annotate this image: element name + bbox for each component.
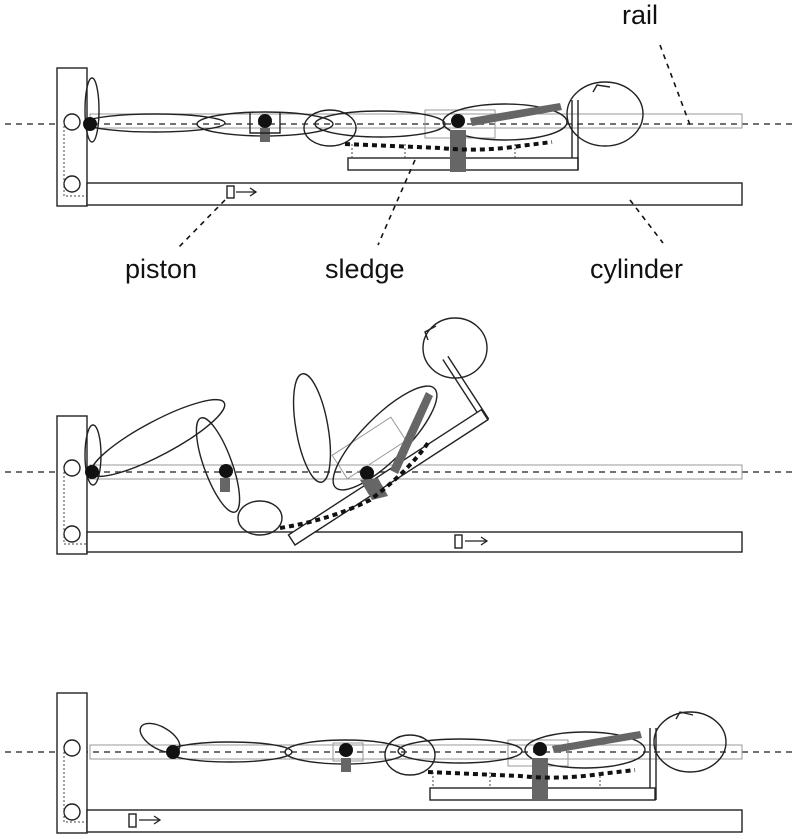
trunk-upper-ellipse xyxy=(524,731,646,769)
hip-joint xyxy=(533,742,547,756)
frame-upright xyxy=(56,415,88,555)
piston xyxy=(226,185,235,199)
knee-joint xyxy=(219,464,233,478)
sledge-headboard xyxy=(649,728,657,800)
head-ellipse xyxy=(653,711,727,773)
arm-bar xyxy=(390,392,433,474)
cylinder xyxy=(86,809,743,833)
hip-joint xyxy=(360,466,374,480)
arm-bar xyxy=(552,731,642,753)
knee-bracket xyxy=(249,113,281,134)
sledge-block xyxy=(331,416,407,480)
cable-path xyxy=(63,748,132,823)
cable-path xyxy=(63,468,458,545)
knee-marker xyxy=(220,478,230,492)
belt-line xyxy=(344,140,553,152)
sledge xyxy=(287,408,489,546)
head-ellipse xyxy=(422,317,488,379)
nose xyxy=(675,711,694,720)
pelvis-ellipse xyxy=(303,109,357,147)
knee-joint xyxy=(258,114,272,128)
hip-strap xyxy=(360,478,388,500)
foot-ellipse xyxy=(84,424,102,486)
frame-upright xyxy=(56,692,88,834)
hip-strap xyxy=(450,130,466,172)
pelvis-ellipse xyxy=(384,734,436,776)
panel-supine-end xyxy=(5,692,795,834)
belt-line xyxy=(279,438,432,530)
thigh-ellipse xyxy=(195,417,241,513)
pelvis-ellipse xyxy=(237,500,283,536)
knee-joint xyxy=(339,743,353,757)
ankle-joint xyxy=(85,465,99,479)
sledge-headboard xyxy=(442,355,490,420)
rail-leader xyxy=(659,44,691,126)
rail-bar xyxy=(89,113,743,129)
panel-supine-start: rail piston sledge cylinder xyxy=(5,0,795,284)
piston-arrow xyxy=(139,815,162,825)
upper-arm-ellipse xyxy=(292,373,332,483)
trunk-lower-ellipse xyxy=(397,738,523,764)
ankle-joint xyxy=(166,745,180,759)
hip-joint xyxy=(451,114,465,128)
cylinder xyxy=(86,182,743,206)
panel-sitting-up xyxy=(5,317,795,555)
label-piston: piston xyxy=(125,254,197,284)
ankle-joint xyxy=(83,117,97,131)
belt-supports xyxy=(432,772,601,788)
cylinder xyxy=(86,531,743,553)
label-sledge: sledge xyxy=(325,254,405,284)
foot-ellipse xyxy=(84,77,100,143)
piston xyxy=(128,813,137,828)
cylinder-leader xyxy=(629,199,664,244)
head-ellipse xyxy=(566,81,644,147)
label-rail: rail xyxy=(622,0,658,30)
nose xyxy=(592,84,611,93)
trunk-upper-ellipse xyxy=(442,103,568,141)
knee-marker xyxy=(260,128,270,142)
piston-arrow xyxy=(236,187,258,197)
nose xyxy=(424,325,437,341)
belt-line xyxy=(427,768,636,780)
arm-bar xyxy=(470,103,562,126)
frame-upright xyxy=(56,67,88,207)
piston-leader xyxy=(177,199,226,249)
trunk-lower-ellipse xyxy=(314,110,446,138)
piston-arrow xyxy=(465,536,489,546)
piston xyxy=(454,534,463,549)
sledge-tilted xyxy=(287,355,490,546)
knee-marker xyxy=(341,758,351,772)
label-cylinder: cylinder xyxy=(590,254,683,284)
shank-ellipse xyxy=(90,399,226,477)
